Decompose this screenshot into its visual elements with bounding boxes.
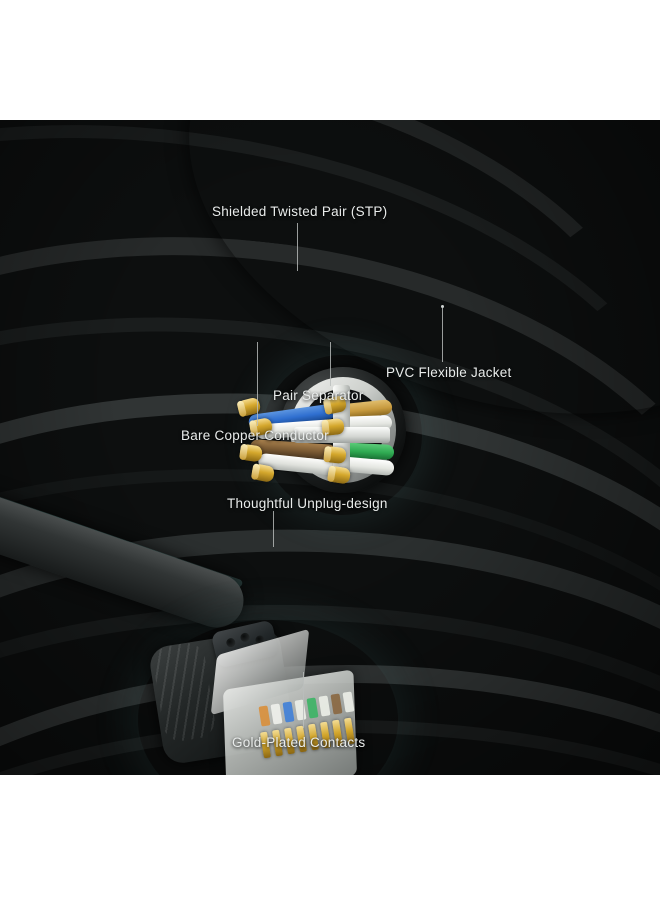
callout-label-contacts: Gold-Plated Contacts bbox=[232, 735, 366, 750]
copper-conductor-tip bbox=[238, 443, 264, 463]
copper-conductor-tip bbox=[326, 465, 352, 485]
cable-cross-section bbox=[232, 363, 417, 498]
callout-label-separator: Pair Separator bbox=[273, 388, 364, 403]
leader-line-copper bbox=[257, 342, 258, 426]
callout-label-stp: Shielded Twisted Pair (STP) bbox=[212, 204, 388, 219]
callout-label-pvc: PVC Flexible Jacket bbox=[386, 365, 512, 380]
copper-conductor-tip bbox=[323, 445, 347, 465]
callout-label-unplug: Thoughtful Unplug-design bbox=[227, 496, 388, 511]
rj45-connector bbox=[147, 619, 398, 775]
leader-line-pvc bbox=[442, 308, 443, 362]
leader-dot-pvc bbox=[441, 305, 444, 308]
photo-panel: Shielded Twisted Pair (STP) PVC Flexible… bbox=[0, 120, 660, 775]
leader-line-unplug bbox=[273, 511, 274, 547]
callout-label-copper: Bare Copper Conductor bbox=[181, 428, 329, 443]
leader-line-separator bbox=[330, 342, 331, 386]
leader-line-stp bbox=[297, 223, 298, 271]
leader-line-contacts bbox=[303, 672, 304, 728]
pair-separator-horizontal bbox=[294, 427, 390, 443]
